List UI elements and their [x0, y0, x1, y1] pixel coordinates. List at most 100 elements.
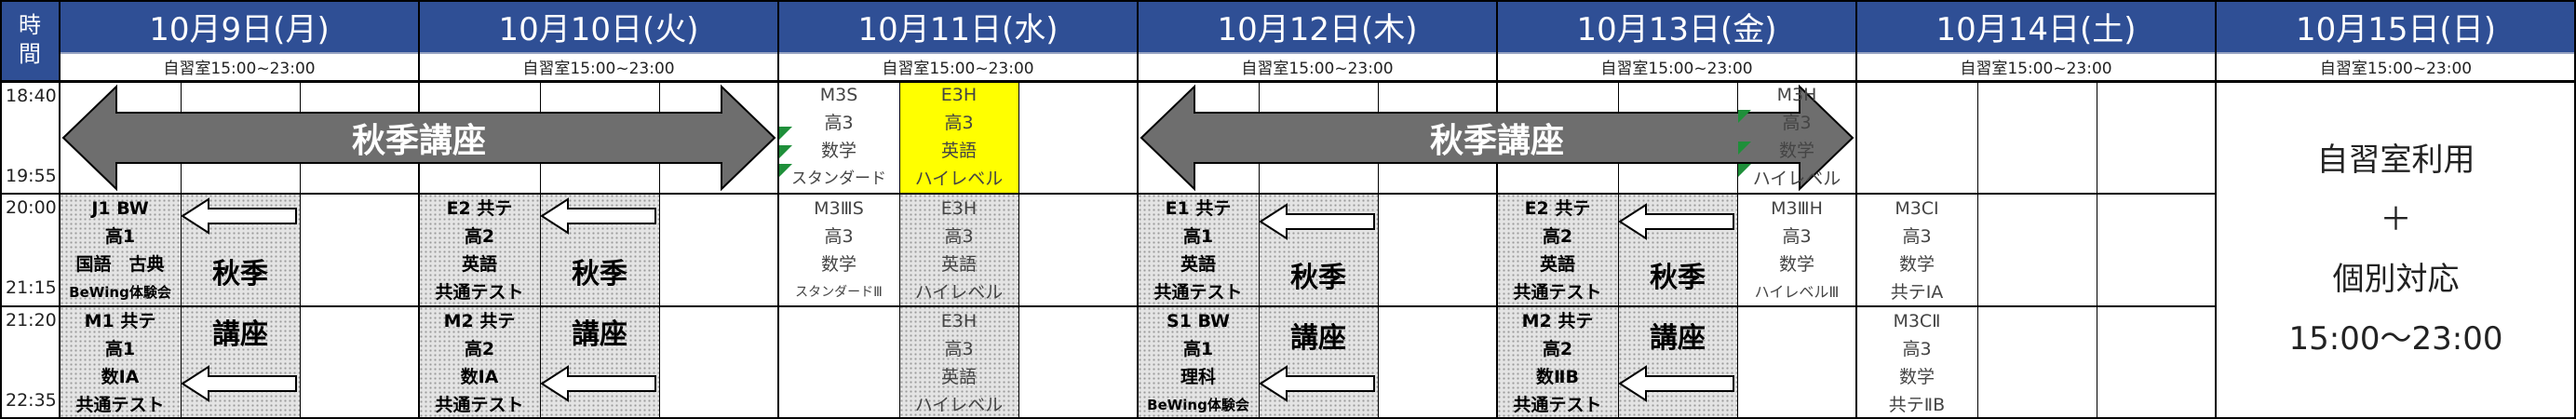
class-grade: 高2: [1542, 225, 1573, 247]
corner-line2: 間: [19, 41, 41, 67]
class-grade: 高3: [944, 338, 974, 359]
class-grade: 高1: [104, 225, 136, 247]
comment-marker-icon: [1738, 110, 1751, 123]
grid-line: [418, 0, 420, 419]
grid-line: [0, 193, 2216, 195]
kaki-line2: 講座: [212, 318, 268, 351]
grid-line: [181, 80, 182, 419]
grid-line: [1018, 80, 1019, 419]
left-arrow-icon: [1259, 365, 1375, 402]
class-subject: 数学: [1778, 253, 1814, 275]
class-wed-p1-m3s: M3S 高3 数学 スタンダード: [778, 80, 899, 194]
time-p1-start: 18:40: [6, 86, 57, 106]
class-level: BeWing体験会: [69, 283, 171, 301]
day-header-fri: 10月13日(金): [1497, 0, 1856, 52]
class-level: ハイレベル: [914, 281, 1004, 303]
class-grade: 高2: [464, 338, 495, 359]
class-subject: 国語 古典: [75, 253, 165, 275]
kaki-line2: 講座: [1650, 321, 1706, 355]
class-code: M3CⅡ: [1893, 310, 1941, 331]
time-p2-start: 20:00: [6, 197, 57, 218]
class-code: M3ⅢH: [1771, 197, 1823, 219]
tue-p2-cell: [419, 194, 540, 306]
class-thu-p2: E1 共テ 高1 英語 共通テスト: [1138, 194, 1259, 306]
sunday-line2: ＋: [2380, 201, 2412, 238]
study-room-hours-sat: 自習室15:00~23:00: [1960, 59, 2112, 78]
class-subject: 英語: [940, 253, 977, 275]
class-code: M2 共テ: [1521, 310, 1594, 331]
class-sat-p2: M3CⅠ 高3 数学 共テⅠA: [1856, 194, 1977, 306]
class-level: 共通テスト: [75, 394, 165, 415]
grid-line: [1259, 80, 1260, 419]
grid-line: [659, 80, 660, 419]
class-level: ハイレベル: [914, 394, 1004, 415]
class-level: ハイレベル: [1752, 169, 1841, 189]
grid-line: [0, 305, 2216, 307]
class-fri-p1-m3h: M3H 高3 数学 ハイレベル: [1737, 80, 1856, 194]
class-fri-p3: M2 共テ 高2 数ⅡB 共通テスト: [1497, 306, 1618, 419]
autumn-course-mon: 秋季 講座: [181, 240, 300, 361]
grid-line: [1496, 0, 1498, 419]
mon-p3-cell: [60, 306, 181, 419]
class-level: 共通テスト: [1513, 281, 1602, 303]
class-grade: 高3: [824, 225, 854, 247]
class-subject: 数学: [1898, 253, 1935, 275]
autumn-course-banner-thu-fri: [1140, 84, 1854, 192]
class-code: M3CⅠ: [1895, 197, 1939, 219]
study-room-hours-tue: 自習室15:00~23:00: [522, 59, 675, 78]
class-grade: 高2: [464, 225, 495, 247]
grid-line: [1977, 80, 1978, 419]
kaki-line2: 講座: [1290, 321, 1346, 355]
class-level: 共テⅡB: [1888, 394, 1946, 415]
mon-p2-cell: [60, 194, 181, 306]
class-code: E2 共テ: [1524, 197, 1591, 219]
comment-marker-icon: [779, 127, 792, 140]
class-grade: 高3: [944, 113, 974, 133]
wed-e3h-highlight: [899, 80, 1018, 194]
fri-p3-cell: [1497, 306, 1618, 419]
class-subject: 英語: [461, 253, 497, 275]
grid-line: [60, 52, 2576, 54]
class-code: M1 共テ: [84, 310, 156, 331]
class-subject: 数学: [820, 253, 856, 275]
left-arrow-icon: [540, 197, 656, 235]
class-subject: 数学: [820, 141, 856, 161]
class-level: ハイレベル: [914, 169, 1004, 189]
comment-marker-icon: [1738, 164, 1751, 177]
autumn-course-label-thu-fri: 秋季講座: [1429, 122, 1564, 160]
grid-line: [2215, 0, 2217, 419]
autumn-course-tue: 秋季 講座: [540, 240, 659, 361]
grid-line: [2574, 0, 2576, 419]
grid-line: [1855, 0, 1857, 419]
class-level: ハイレベルⅢ: [1754, 282, 1840, 301]
thu-p3-cell: [1138, 306, 1259, 419]
kaki-line1: 秋季: [1290, 261, 1346, 294]
grid-line: [0, 80, 2576, 83]
class-subject: 数ⅡB: [1536, 366, 1579, 387]
class-grade: 高3: [824, 113, 854, 133]
class-level: 共通テスト: [1153, 281, 1243, 303]
class-code: M3ⅢS: [814, 197, 864, 219]
grid-line: [0, 417, 2576, 419]
class-subject: 数学: [1778, 141, 1814, 161]
autumn-course-banner-mon-tue: [61, 84, 776, 192]
class-code: E1 共テ: [1165, 197, 1232, 219]
class-wed-p2-m3iiis: M3ⅢS 高3 数学 スタンダードⅢ: [778, 194, 899, 306]
grid-line: [1378, 80, 1379, 419]
grid-line: [0, 0, 2, 419]
class-level: 共通テスト: [1513, 394, 1602, 415]
kaki-line1: 秋季: [1650, 261, 1706, 294]
grid-line: [300, 80, 301, 419]
class-thu-p3: S1 BW 高1 理科 BeWing体験会: [1138, 306, 1259, 419]
study-room-hours-sun: 自習室15:00~23:00: [2319, 59, 2473, 78]
class-wed-p2-e3h: E3H 高3 英語 ハイレベル: [899, 194, 1018, 306]
class-grade: 高1: [1182, 338, 1214, 359]
grid-line: [777, 0, 779, 419]
left-arrow-icon: [181, 197, 297, 235]
class-level: スタンダードⅢ: [795, 284, 883, 300]
class-code: M2 共テ: [443, 310, 516, 331]
class-level: BeWing体験会: [1147, 396, 1249, 413]
autumn-course-thu: 秋季 講座: [1259, 244, 1378, 365]
class-grade: 高1: [104, 338, 136, 359]
class-code: J1 BW: [91, 197, 149, 219]
